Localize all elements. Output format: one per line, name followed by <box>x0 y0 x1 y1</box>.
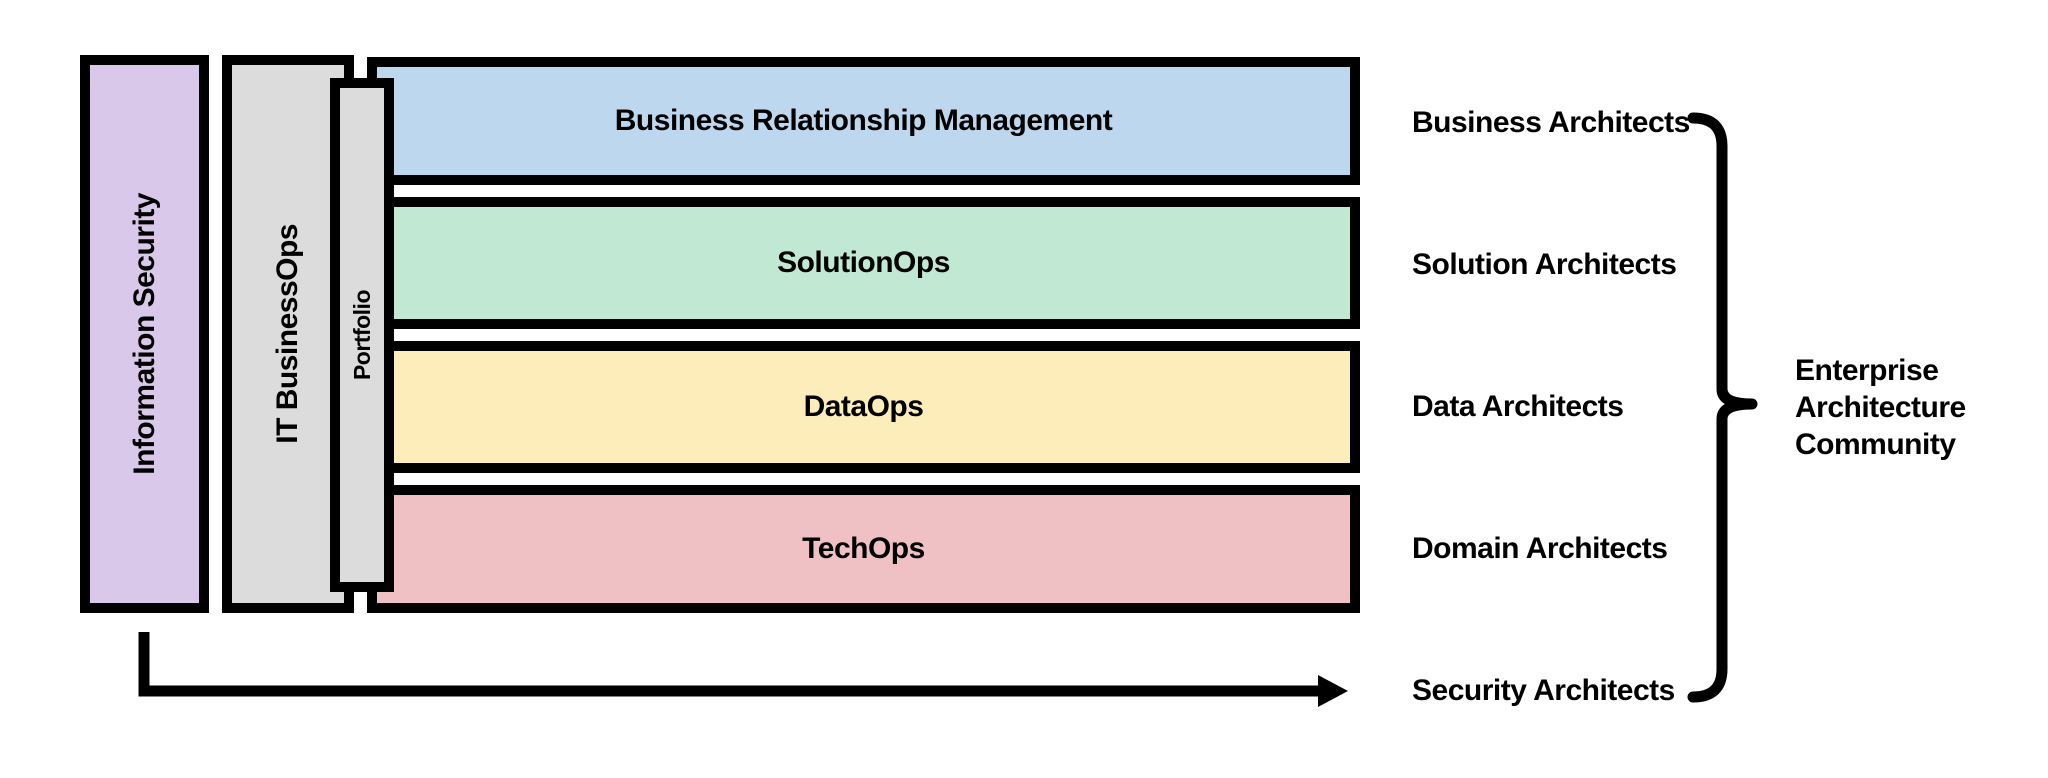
security-flow-arrow <box>138 632 1348 707</box>
portfolio-label: Portfolio <box>348 289 375 381</box>
role-label-solution-architects: Solution Architects <box>1412 248 1677 281</box>
business-relationship-management-bar: Business Relationship Management <box>367 57 1360 185</box>
dataops-label: DataOps <box>803 390 924 423</box>
information-security-bar: Information Security <box>80 55 209 613</box>
enterprise-architecture-community-label: Enterprise Architecture Community <box>1795 354 1966 461</box>
it-businessops-label: IT BusinessOps <box>271 224 304 444</box>
information-security-label: Information Security <box>127 193 161 475</box>
solutionops-label: SolutionOps <box>777 246 950 279</box>
techops-bar: TechOps <box>367 485 1360 613</box>
role-label-data-architects: Data Architects <box>1412 390 1624 423</box>
portfolio-bar: Portfolio <box>330 78 394 592</box>
business-relationship-management-label: Business Relationship Management <box>614 104 1113 137</box>
dataops-bar: DataOps <box>367 341 1360 473</box>
brace-path <box>1687 112 1758 703</box>
role-label-domain-architects: Domain Architects <box>1412 532 1668 565</box>
role-label-security-architects: Security Architects <box>1412 674 1675 707</box>
role-label-business-architects: Business Architects <box>1412 106 1690 139</box>
arrow-line <box>138 632 1320 697</box>
solutionops-bar: SolutionOps <box>367 197 1360 329</box>
right-brace-icon <box>1687 112 1758 703</box>
techops-label: TechOps <box>802 532 925 565</box>
arrowhead-icon <box>1318 675 1348 707</box>
